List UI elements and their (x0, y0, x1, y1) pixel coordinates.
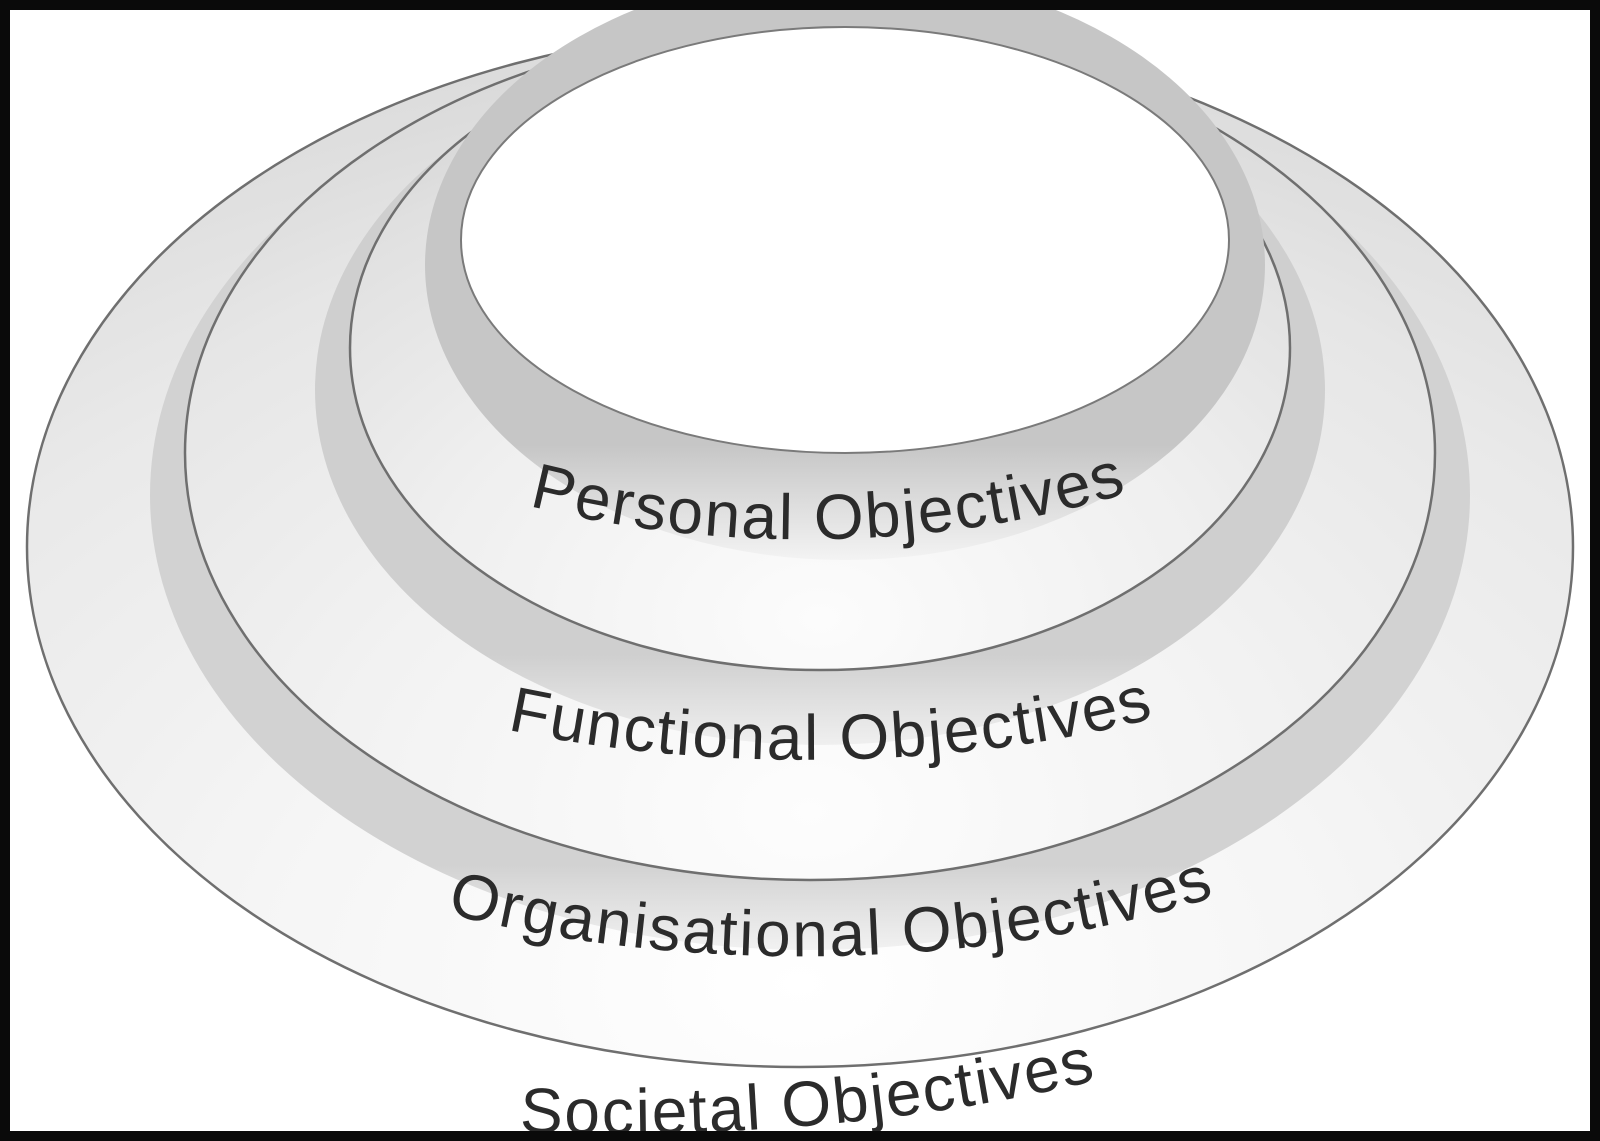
inner-white-opening (460, 26, 1230, 454)
